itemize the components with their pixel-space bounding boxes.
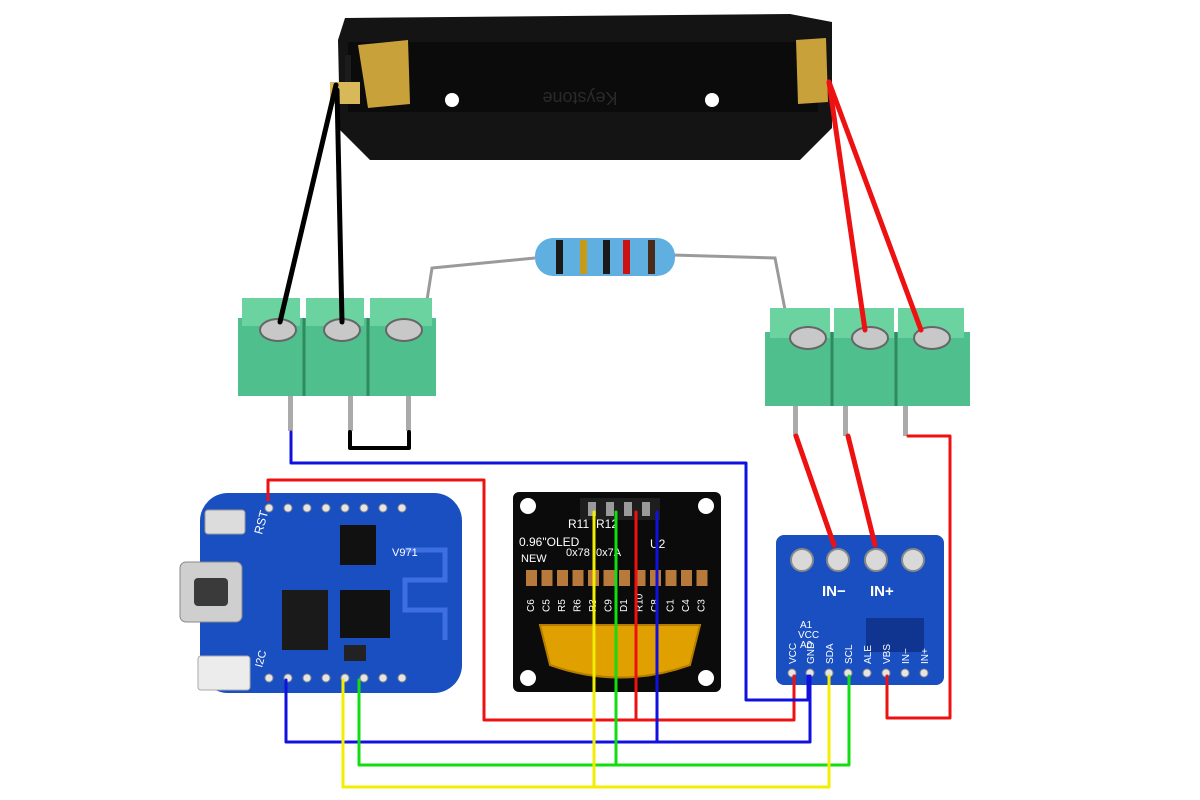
ina219-pin-label: GND	[806, 642, 817, 664]
oled-part-label: R5	[557, 599, 568, 612]
terminal-block-left	[238, 298, 436, 431]
oled-flex-cable	[538, 624, 702, 679]
ina219-a1: A1	[800, 620, 813, 631]
terminal-block-right	[765, 308, 970, 436]
ina219-pin-label: SCL	[844, 644, 855, 664]
oled-smd-part	[681, 570, 692, 586]
oled-smd-part	[526, 570, 537, 586]
wire-blue-1	[289, 430, 810, 702]
ina219-pin-label: VCC	[788, 643, 799, 664]
wire-red-vbs	[885, 434, 952, 720]
ina219-pin-label: IN+	[920, 648, 931, 664]
oled-part-label: C3	[697, 599, 708, 612]
wire-black-jumper	[348, 430, 411, 450]
oled-smd-part	[572, 570, 584, 586]
ina219-vcc: VCC	[798, 630, 819, 641]
negative-contact	[358, 40, 410, 108]
oled-part-label: R10	[635, 593, 646, 612]
oled-smd-part	[634, 570, 646, 586]
oled-part-label: R6	[573, 599, 584, 612]
oled-smd-part	[665, 570, 677, 586]
wire-black-1	[277, 82, 339, 325]
d1-rst-label: RST	[251, 508, 271, 535]
oled-subtitle: NEW	[521, 553, 547, 565]
d1-mini-board: RST I2C V971	[179, 493, 462, 693]
oled-part-label: C6	[526, 599, 537, 612]
oled-part-label: C5	[542, 599, 553, 612]
ina219-pin-label: ALE	[863, 645, 874, 664]
ina219-in-minus: IN−	[822, 583, 846, 600]
oled-r12-label: R12	[596, 517, 618, 531]
oled-addr1: 0x78	[566, 547, 590, 559]
oled-addr2: 0x7A	[596, 547, 622, 559]
oled-smd-part	[541, 570, 553, 586]
oled-smd-part	[619, 570, 630, 586]
oled-r11-label: R11	[568, 517, 589, 531]
oled-smd-part	[696, 570, 708, 586]
oled-smd-part	[557, 570, 568, 586]
battery-holder: Keystone	[330, 14, 832, 160]
ina219-a0: A0	[800, 640, 813, 651]
ina219-pin-label: SDA	[825, 643, 836, 664]
wire-red-in-minus	[793, 433, 837, 548]
wire-yellow-scl	[341, 674, 831, 789]
oled-smd-part	[603, 570, 615, 586]
d1-chip-label: V971	[392, 547, 418, 559]
wire-black-2	[334, 87, 345, 325]
oled-title: 0.96"OLED	[519, 535, 580, 549]
d1-i2c-label: I2C	[253, 649, 269, 669]
ina219-pin-labels: VCC GND SDA SCL ALE VBS IN− IN+	[788, 642, 931, 664]
wires	[266, 79, 952, 789]
positive-contact	[796, 38, 828, 104]
wire-blue-2	[284, 674, 812, 744]
wire-red-vcc	[266, 478, 796, 722]
i2c-connector	[197, 655, 251, 691]
oled-part-label: C9	[604, 599, 615, 612]
oled-part-label: C4	[681, 599, 692, 612]
oled-part-label: D1	[619, 599, 630, 612]
wire-red-2	[826, 79, 924, 333]
ina219-pin-label: IN−	[901, 648, 912, 664]
ina219-pin-label: VBS	[882, 644, 893, 664]
wire-red-in-plus	[845, 433, 878, 548]
oled-part-label: C1	[666, 599, 677, 612]
battery-holder-brand: Keystone	[542, 88, 617, 108]
ina219-in-plus: IN+	[870, 583, 894, 600]
wire-green-sda	[357, 674, 851, 767]
reset-button	[204, 509, 246, 535]
wire-red-1	[826, 79, 868, 333]
resistor	[418, 238, 789, 346]
